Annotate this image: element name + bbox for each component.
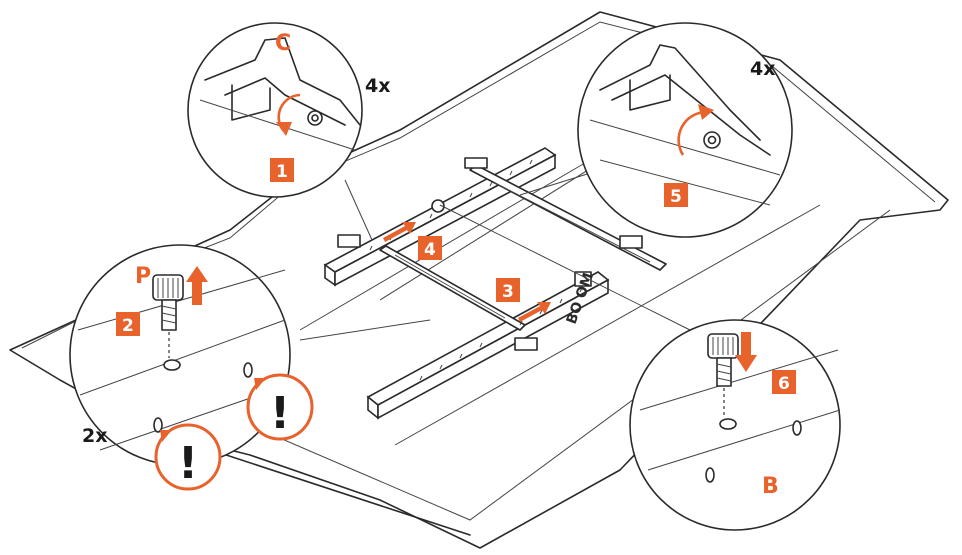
step-6-badge	[772, 370, 796, 394]
callout-top-right	[577, 22, 793, 238]
step-6-label: 6	[778, 374, 790, 394]
marker-c: C	[275, 31, 291, 56]
push-arrow-icon	[186, 266, 208, 305]
step-2-label: 2	[122, 316, 134, 336]
push-arrow-icon	[518, 302, 551, 322]
warning-2-mark: !	[270, 388, 290, 439]
count-top-left: 4x	[365, 75, 390, 97]
callout-left	[69, 244, 291, 466]
marker-b: B	[762, 474, 779, 499]
push-arrow-icon	[735, 332, 757, 372]
warning-icon: !	[246, 373, 314, 441]
warning-1-mark: !	[178, 438, 198, 489]
push-arrow-icon	[383, 222, 416, 242]
warning-icon: !	[154, 423, 222, 491]
step-5-label: 5	[670, 187, 682, 207]
step-1-badge	[270, 158, 294, 182]
count-left: 2x	[82, 425, 107, 447]
step-4-label: 4	[424, 240, 436, 260]
step-3-label: 3	[502, 282, 514, 302]
step-4-badge	[418, 236, 442, 260]
marker-p: P	[135, 264, 151, 289]
step-1-label: 1	[276, 162, 288, 182]
step-2-badge	[116, 312, 140, 336]
step-5-badge	[664, 183, 688, 207]
count-top-right: 4x	[750, 58, 775, 80]
rotate-arrow-icon	[677, 110, 707, 156]
callout-top-left	[187, 22, 363, 198]
step-3-badge	[496, 278, 520, 302]
callout-bottom-right	[629, 319, 841, 531]
